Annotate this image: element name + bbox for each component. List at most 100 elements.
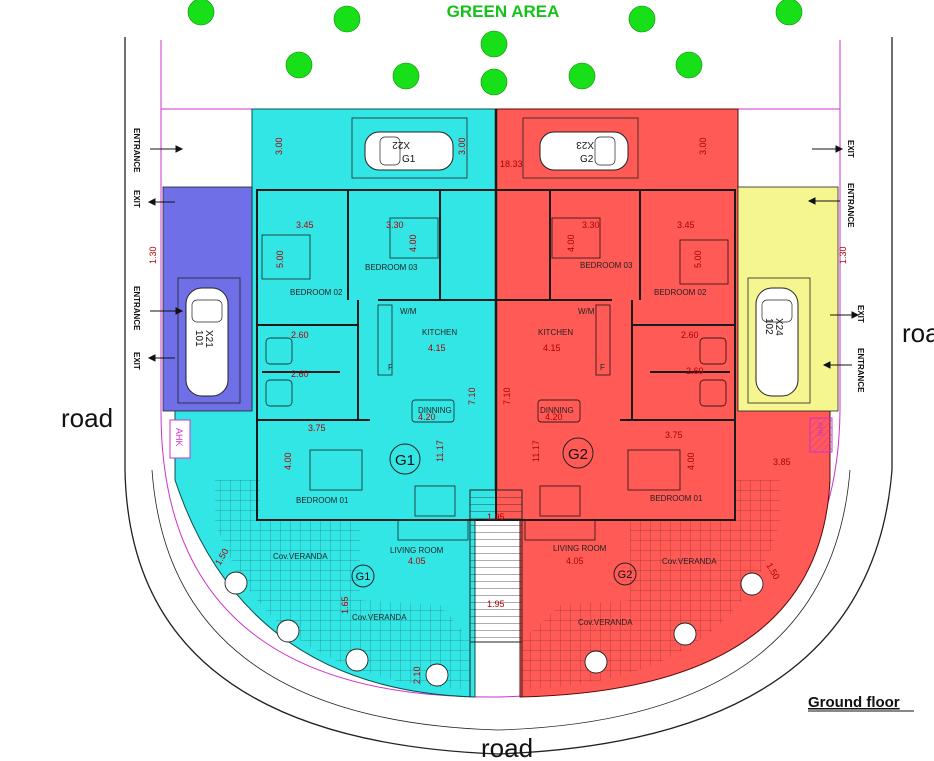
dim-g1-parking-width: 3.00 <box>457 137 467 155</box>
g1-cov-veranda-1: Cov.VERANDA <box>273 552 328 561</box>
g2-kitchen: KITCHEN <box>538 328 573 337</box>
g1-living-room: LIVING ROOM <box>390 546 444 555</box>
car-x21: X21 101 <box>185 287 229 397</box>
entry-g2-marker <box>613 562 637 586</box>
car-x21-code: X21 <box>203 330 214 348</box>
parking-g1-bay <box>351 117 468 179</box>
g2-cov-veranda-1: Cov.VERANDA <box>662 557 717 566</box>
green-area-title: GREEN AREA <box>447 2 560 21</box>
tree-icon <box>480 68 508 96</box>
tree-icon <box>628 5 656 33</box>
g2-living-room: LIVING ROOM <box>553 544 607 553</box>
tree-icon <box>392 62 420 90</box>
g1-cov-veranda-2: Cov.VERANDA <box>352 613 407 622</box>
g2-dinning: DINNING <box>540 406 574 415</box>
car-x21-sub: 101 <box>193 330 204 347</box>
green-area-trees <box>187 0 803 96</box>
parking-left-bay <box>177 277 241 404</box>
tree-icon <box>568 62 596 90</box>
g1-bedroom-03: BEDROOM 03 <box>365 263 418 272</box>
car-x24: X24 102 <box>755 287 799 397</box>
dim-g1-depth-710: 7.10 <box>467 387 477 405</box>
g2-wm: W/M <box>578 307 595 316</box>
g1-furniture <box>261 217 469 541</box>
label-right-exit-mid: EXIT <box>856 305 865 323</box>
dim-g1-bed01-width: 3.75 <box>308 423 326 433</box>
shrub-icon <box>224 571 248 595</box>
dim-g2-veranda: 3.85 <box>773 457 791 467</box>
ahk-right-label: ΑΗΚ <box>816 422 823 437</box>
dim-g1-bed01-depth: 4.00 <box>283 452 293 470</box>
road-right-label: roa <box>902 318 934 348</box>
label-left-entrance-top: ENTRANCE <box>132 128 141 173</box>
dim-g1-dinning: 4.20 <box>418 412 436 422</box>
unit-g1-marker <box>389 443 421 475</box>
g2-veranda-tiles <box>522 480 780 690</box>
car-x24-code: X24 <box>773 318 784 336</box>
shrub-icon <box>584 650 608 674</box>
road-inner-curve <box>151 469 851 731</box>
unit-g2-marker <box>562 437 594 469</box>
dim-g1-bed03-depth: 4.00 <box>408 234 418 252</box>
tree-icon <box>480 30 508 58</box>
tree-icon <box>775 0 803 26</box>
dim-g1-165: 1.65 <box>340 596 350 614</box>
unit-g1-label: G1 <box>395 452 415 469</box>
g2-cov-veranda-2: Cov.VERANDA <box>578 618 633 627</box>
car-x22-sub: G1 <box>402 154 416 165</box>
label-right-entrance-mid: ENTRANCE <box>856 348 865 393</box>
tree-icon <box>187 0 215 26</box>
dim-g2-bed01-depth: 4.00 <box>686 452 696 470</box>
dim-g2-dinning: 4.20 <box>545 412 563 422</box>
floor-title: Ground floor <box>808 694 900 711</box>
dim-g2-bed02-depth: 5.00 <box>693 250 703 268</box>
g1-dinning: DINNING <box>418 406 452 415</box>
shrub-icon <box>425 663 449 687</box>
dim-g2-bed03-depth: 4.00 <box>566 234 576 252</box>
dim-left-130: 1.30 <box>148 246 158 264</box>
car-x22: X22 G1 <box>364 131 454 171</box>
dim-g2-depth-1117: 11.17 <box>531 440 541 462</box>
dim-g2-bed02-width: 3.45 <box>677 220 695 230</box>
tree-icon <box>333 5 361 33</box>
road-left-label: road <box>61 403 113 433</box>
shrub-icon <box>345 648 369 672</box>
car-x23-sub: G2 <box>580 154 594 165</box>
g2-bedroom-03: BEDROOM 03 <box>580 261 633 270</box>
g1-veranda-tiles <box>215 480 470 690</box>
dim-total-width: 18.33 <box>500 159 523 169</box>
dim-g2-living: 4.05 <box>566 556 584 566</box>
dim-g1-living: 4.05 <box>408 556 426 566</box>
dim-g2-kitchen: 4.15 <box>543 343 561 353</box>
tree-icon <box>675 51 703 79</box>
g1-bedroom-02: BEDROOM 02 <box>290 288 343 297</box>
dim-g2-bath-1: 2.60 <box>681 330 699 340</box>
g2-bedroom-02: BEDROOM 02 <box>654 288 707 297</box>
road-outer-edge <box>124 37 893 755</box>
g2-furniture <box>524 217 729 541</box>
entry-g2-label: G2 <box>618 569 633 581</box>
dim-right-130: 1.30 <box>838 246 848 264</box>
ahk-box-left <box>169 419 191 459</box>
g1-bedroom-01: BEDROOM 01 <box>296 496 349 505</box>
label-left-entrance-mid: ENTRANCE <box>132 286 141 331</box>
dim-g1-bed02-width: 3.45 <box>296 220 314 230</box>
side-labels: ENTRANCE EXIT ENTRANCE EXIT EXIT ENTRANC… <box>132 128 865 393</box>
label-left-exit-top: EXIT <box>132 190 141 208</box>
road-bottom-label: road <box>481 733 533 761</box>
central-stairs <box>469 489 523 643</box>
parking-right-bay <box>747 277 811 404</box>
g2-bedroom-01: BEDROOM 01 <box>650 494 703 503</box>
entry-g1-label: G1 <box>356 571 371 583</box>
dim-stairs-top: 1.95 <box>487 512 505 522</box>
unit-g2-label: G2 <box>568 446 588 463</box>
dim-g1-parking-depth: 3.00 <box>274 137 284 155</box>
traffic-arrows <box>147 145 860 369</box>
ahk-box-right <box>809 417 833 453</box>
car-x23-code: X23 <box>576 139 594 150</box>
car-x22-code: X22 <box>392 139 410 150</box>
car-x23: X23 G2 <box>539 131 629 171</box>
label-right-exit-top: EXIT <box>846 140 855 158</box>
dim-g1-kitchen: 4.15 <box>428 343 446 353</box>
